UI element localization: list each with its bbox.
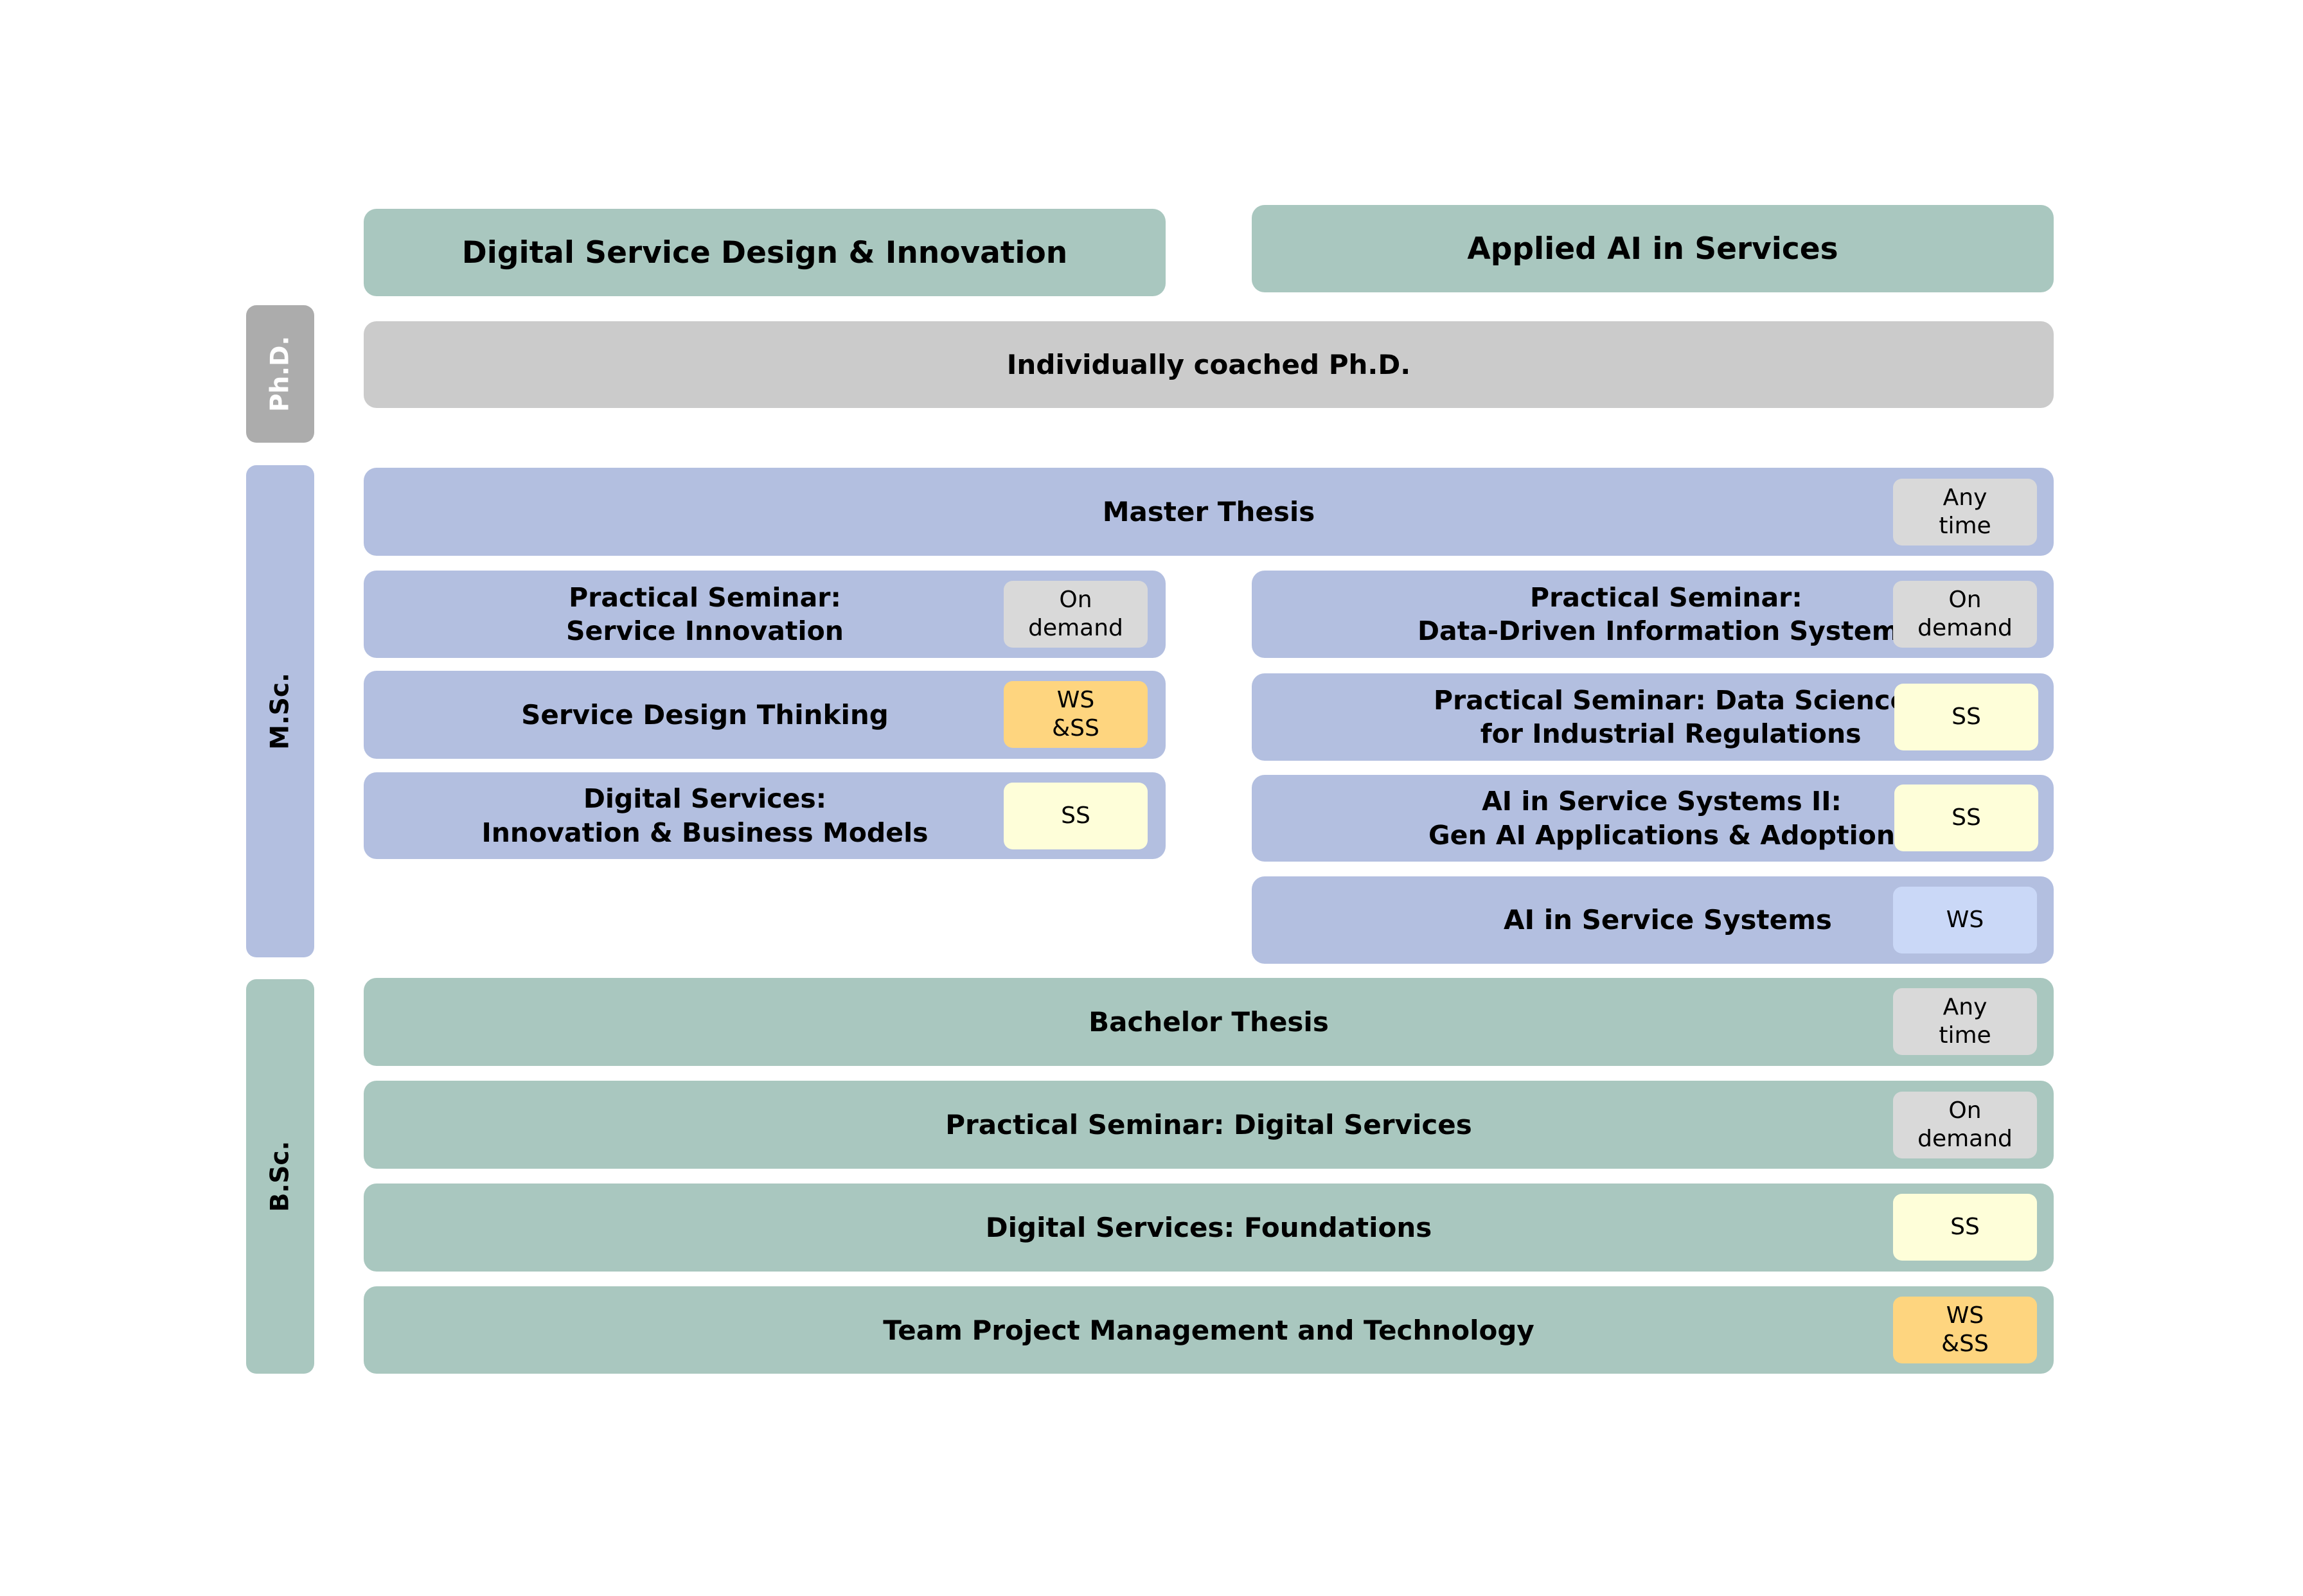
course-label: Master Thesis: [1102, 496, 1315, 528]
term-badge: WS &SS: [1004, 681, 1148, 748]
term-badge: WS &SS: [1893, 1297, 2037, 1363]
course-bachelor-thesis: Bachelor Thesis Any time: [364, 978, 2054, 1066]
term-badge: Any time: [1893, 988, 2037, 1055]
course-ai-service-systems-ii: AI in Service Systems II: Gen AI Applica…: [1252, 775, 2054, 862]
term-badge: SS: [1004, 783, 1148, 849]
term-badge: WS: [1893, 887, 2037, 953]
term-badge: SS: [1894, 785, 2038, 851]
course-label: Service Design Thinking: [521, 698, 889, 731]
course-label: AI in Service Systems: [1504, 904, 1832, 936]
course-ps-service-innovation: Practical Seminar: Service Innovation On…: [364, 571, 1166, 658]
course-ps-digital-services: Practical Seminar: Digital Services On d…: [364, 1081, 2054, 1169]
course-label: AI in Service Systems II: Gen AI Applica…: [1428, 786, 1896, 851]
course-service-design-thinking: Service Design Thinking WS &SS: [364, 671, 1166, 759]
track-header-label: Applied AI in Services: [1467, 231, 1838, 267]
track-header-applied-ai: Applied AI in Services: [1252, 205, 2054, 292]
course-label: Practical Seminar: Digital Services: [945, 1109, 1472, 1140]
course-team-project-management: Team Project Management and Technology W…: [364, 1286, 2054, 1374]
course-label: Digital Services: Innovation & Business …: [481, 783, 929, 848]
course-ps-data-driven-is: Practical Seminar: Data-Driven Informati…: [1252, 571, 2054, 658]
term-badge: SS: [1893, 1194, 2037, 1261]
course-master-thesis: Master Thesis Any time: [364, 468, 2054, 556]
level-label-phd: Ph.D.: [246, 305, 314, 443]
term-badge: On demand: [1893, 581, 2037, 648]
course-label: Team Project Management and Technology: [883, 1314, 1534, 1346]
course-ps-data-science-regulations: Practical Seminar: Data Science for Indu…: [1252, 673, 2054, 761]
course-label: Digital Services: Foundations: [985, 1212, 1432, 1243]
level-label-text: Ph.D.: [265, 335, 295, 412]
track-header-label: Digital Service Design & Innovation: [461, 235, 1068, 270]
course-label: Bachelor Thesis: [1089, 1006, 1329, 1038]
course-digital-services-foundations: Digital Services: Foundations SS: [364, 1184, 2054, 1272]
level-label-bsc: B.Sc.: [246, 979, 314, 1374]
course-digital-services-business-models: Digital Services: Innovation & Business …: [364, 772, 1166, 859]
term-badge: On demand: [1893, 1092, 2037, 1158]
term-badge: SS: [1894, 684, 2038, 750]
course-label: Practical Seminar: Service Innovation: [566, 581, 844, 646]
term-badge: On demand: [1004, 581, 1148, 648]
course-ai-service-systems: AI in Service Systems WS: [1252, 876, 2054, 964]
course-label: Practical Seminar: Data Science for Indu…: [1434, 684, 1908, 749]
level-label-text: M.Sc.: [265, 673, 295, 750]
track-header-digital-service-design: Digital Service Design & Innovation: [364, 209, 1166, 296]
level-label-text: B.Sc.: [265, 1140, 295, 1212]
course-phd: Individually coached Ph.D.: [364, 321, 2054, 408]
term-badge: Any time: [1893, 479, 2037, 545]
course-label: Practical Seminar: Data-Driven Informati…: [1418, 581, 1915, 646]
course-label: Individually coached Ph.D.: [1006, 349, 1411, 380]
level-label-msc: M.Sc.: [246, 465, 314, 957]
